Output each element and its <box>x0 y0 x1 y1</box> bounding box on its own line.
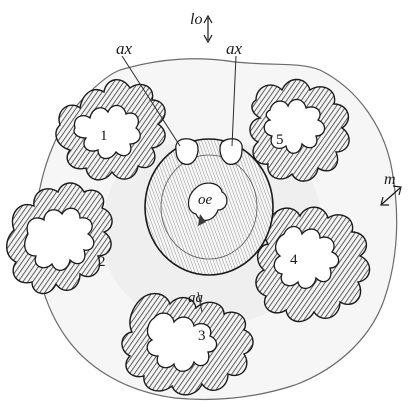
label-m: m <box>384 171 396 188</box>
label-aa: aa <box>188 290 203 306</box>
lobe-number-4: 4 <box>290 252 298 268</box>
lobe-number-2: 2 <box>98 254 106 270</box>
label-lo: lo <box>190 11 202 28</box>
lo-arrow <box>204 16 212 42</box>
lobe-number-1: 1 <box>100 128 108 144</box>
label-oe: oe <box>198 192 213 208</box>
label-ax-right: ax <box>226 39 243 58</box>
label-ax-left: ax <box>116 39 133 58</box>
lobe-1 <box>56 80 165 180</box>
lobe-number-5: 5 <box>276 132 284 148</box>
lobe-number-3: 3 <box>198 328 206 344</box>
